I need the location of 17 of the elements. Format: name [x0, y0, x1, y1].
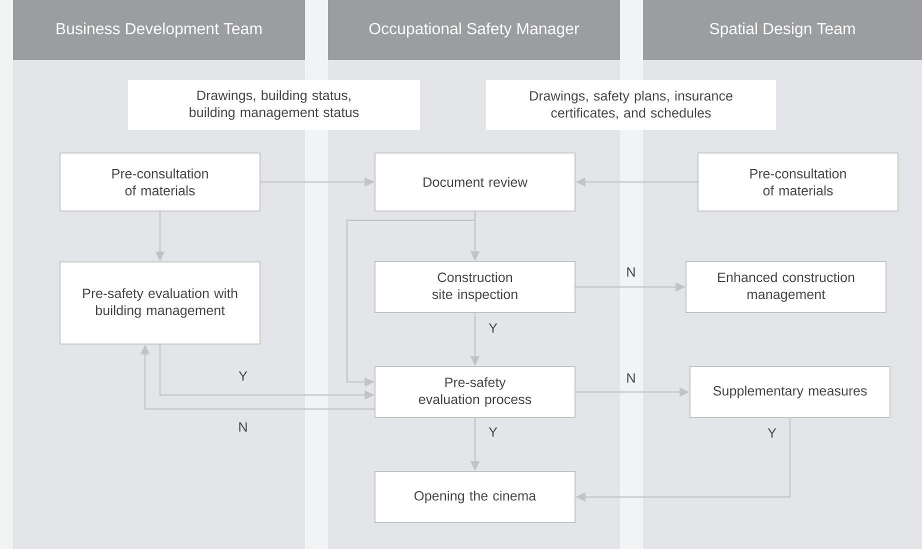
process-box: Pre-safety evaluation process: [374, 366, 576, 418]
process-box: Pre-safety evaluation with building management: [60, 262, 260, 344]
note-box: Drawings, building status, building management status: [128, 80, 420, 130]
edge-label: N: [237, 421, 249, 433]
edge-label: Y: [488, 322, 498, 334]
edge-label: Y: [238, 370, 248, 382]
process-box: Opening the cinema: [374, 471, 576, 523]
edge-label: N: [625, 372, 637, 384]
process-box: Supplementary measures: [690, 366, 890, 418]
process-box: Construction site inspection: [374, 261, 576, 313]
edge-label: Y: [488, 426, 498, 438]
note-box: Drawings, safety plans, insurance certificates, and schedules: [486, 80, 776, 130]
process-box: Enhanced construction management: [686, 261, 886, 313]
process-box: Pre-consultation of materials: [698, 152, 898, 212]
process-box: Document review: [374, 152, 576, 212]
edge-label: N: [625, 266, 637, 278]
process-box: Pre-consultation of materials: [60, 152, 260, 212]
